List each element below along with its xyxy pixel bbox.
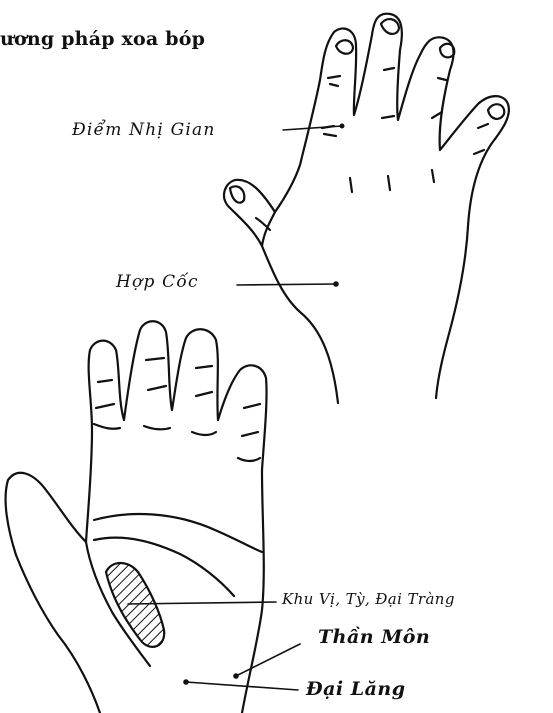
label-khu-vi-ty-dai-trang: Khu Vị, Tỳ, Đại Tràng — [282, 590, 455, 608]
back-of-hand-drawing — [224, 14, 509, 403]
leader-dai-lang — [186, 682, 298, 690]
label-hop-coc: Hợp Cốc — [116, 272, 199, 292]
label-diem-nhi-gian: Điểm Nhị Gian — [72, 120, 216, 140]
leader-nhi-gian — [283, 126, 342, 130]
label-dai-lang: Đại Lăng — [306, 678, 406, 700]
leader-hop-coc — [237, 284, 336, 285]
leader-than-mon — [236, 644, 300, 676]
label-than-mon: Thần Môn — [318, 626, 430, 648]
palm-of-hand-drawing — [6, 321, 267, 713]
